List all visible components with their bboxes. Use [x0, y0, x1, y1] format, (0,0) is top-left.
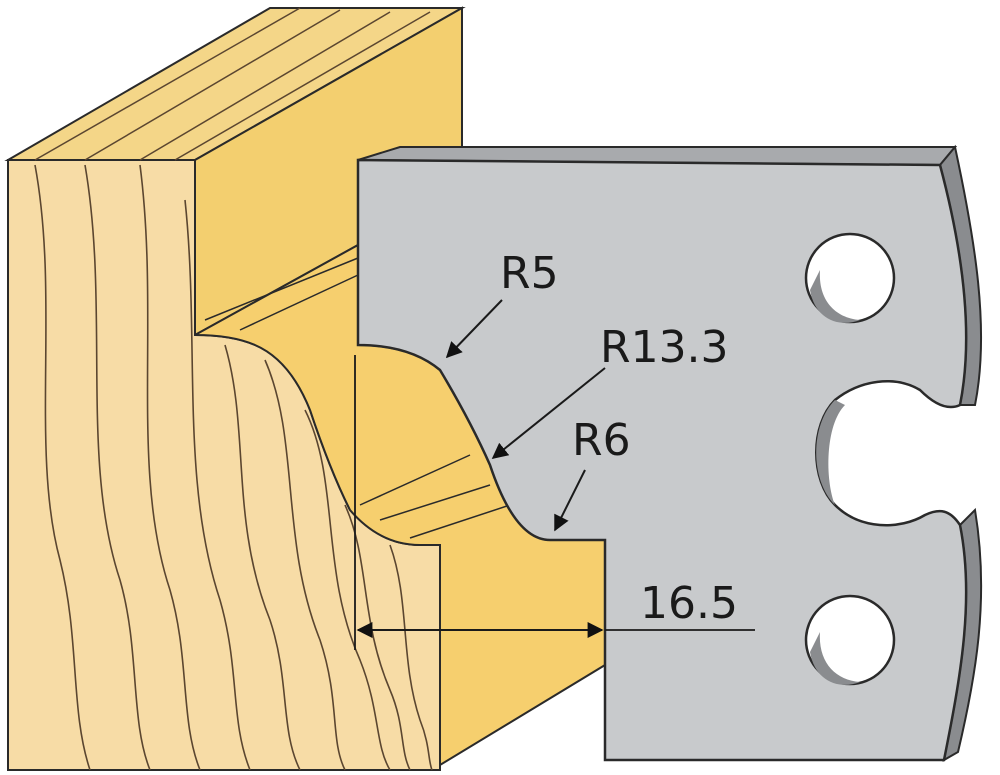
wood-block [4, 6, 606, 771]
label-r13-3: R13.3 [600, 322, 729, 373]
blade-face [356, 158, 968, 762]
dimension-annotations: R5 R13.3 R6 16.5 [354, 248, 755, 650]
leader-r6 [554, 469, 586, 532]
mounting-hole-top [804, 232, 896, 324]
leader-r13-3 [491, 367, 606, 460]
wood-front-grain [34, 164, 433, 771]
label-r5: R5 [500, 248, 559, 299]
blade-notch-shadow [816, 400, 845, 505]
wood-profile-line [379, 484, 491, 521]
label-r6: R6 [572, 415, 631, 466]
wood-profile-line [204, 257, 359, 321]
wood-profile-line [239, 274, 359, 331]
wood-profile-line [359, 454, 471, 506]
wood-top-grain [34, 7, 431, 161]
leader-r5 [445, 299, 503, 359]
mounting-hole-bottom [804, 594, 896, 686]
wood-profile-line [409, 504, 511, 539]
label-16-5: 16.5 [640, 578, 738, 629]
knife-blade [356, 144, 983, 762]
